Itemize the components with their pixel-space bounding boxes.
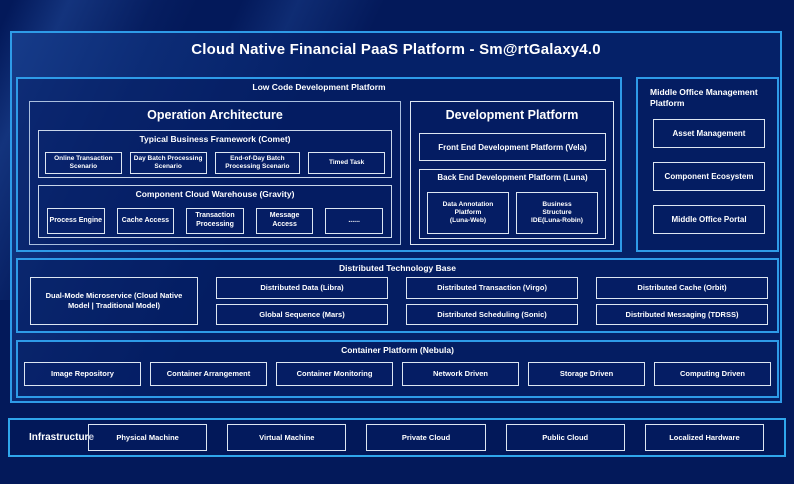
network-driven-box: Network Driven bbox=[402, 362, 519, 386]
container-platform-panel: Container Platform (Nebula) Image Reposi… bbox=[16, 340, 779, 398]
middle-office-management-platform-panel: Middle Office Management Platform Asset … bbox=[636, 77, 779, 252]
operation-architecture-panel: Operation Architecture Typical Business … bbox=[29, 101, 401, 245]
infrastructure-label: Infrastructure bbox=[29, 432, 95, 443]
distributed-technology-items: Dual-Mode Microservice (Cloud Native Mod… bbox=[30, 277, 768, 325]
data-annotation-platform-box: Data Annotation Platform (Luna-Web) bbox=[427, 192, 509, 234]
container-arrangement-box: Container Arrangement bbox=[150, 362, 267, 386]
operation-architecture-title: Operation Architecture bbox=[147, 108, 283, 122]
component-cloud-warehouse-label: Component Cloud Warehouse (Gravity) bbox=[135, 189, 295, 199]
public-cloud-box: Public Cloud bbox=[505, 424, 625, 451]
distributed-scheduling-box: Distributed Scheduling (Sonic) bbox=[406, 303, 578, 325]
component-cloud-warehouse-items: Process Engine Cache Access Transaction … bbox=[47, 208, 383, 234]
container-monitoring-box: Container Monitoring bbox=[276, 362, 393, 386]
online-transaction-scenario-box: Online Transaction Scenario bbox=[45, 152, 122, 174]
localized-hardware-box: Localized Hardware bbox=[644, 424, 765, 451]
component-ecosystem-box: Component Ecosystem bbox=[653, 162, 765, 191]
distributed-data-box: Distributed Data (Libra) bbox=[216, 277, 388, 299]
business-structure-ide-box: Business Structure IDE(Luna-Robin) bbox=[516, 192, 598, 234]
dual-mode-microservice-box: Dual-Mode Microservice (Cloud Native Mod… bbox=[30, 277, 198, 325]
middle-office-portal-box: Middle Office Portal bbox=[653, 205, 765, 234]
distributed-column-1: Distributed Data (Libra) Global Sequence… bbox=[216, 277, 388, 325]
front-end-development-platform-box: Front End Development Platform (Vela) bbox=[419, 133, 606, 161]
low-code-development-platform-panel: Low Code Development Platform Operation … bbox=[16, 77, 622, 252]
process-engine-box: Process Engine bbox=[47, 208, 105, 234]
middle-office-label: Middle Office Management Platform bbox=[650, 87, 758, 109]
computing-driven-box: Computing Driven bbox=[654, 362, 771, 386]
ellipsis-box: ...... bbox=[325, 208, 383, 234]
page-title: Cloud Native Financial PaaS Platform - S… bbox=[191, 41, 601, 58]
transaction-processing-box: Transaction Processing bbox=[186, 208, 244, 234]
end-of-day-batch-processing-scenario-box: End-of-Day Batch Processing Scenario bbox=[214, 152, 301, 174]
infrastructure-panel: Infrastructure Physical Machine Virtual … bbox=[8, 418, 786, 457]
timed-task-box: Timed Task bbox=[308, 152, 385, 174]
low-code-platform-label: Low Code Development Platform bbox=[252, 82, 386, 92]
infrastructure-items: Physical Machine Virtual Machine Private… bbox=[88, 424, 765, 451]
container-platform-label: Container Platform (Nebula) bbox=[341, 345, 454, 355]
message-access-box: Message Access bbox=[255, 208, 314, 234]
container-platform-items: Image Repository Container Arrangement C… bbox=[24, 362, 771, 386]
back-end-development-platform-panel: Back End Development Platform (Luna) Dat… bbox=[419, 169, 606, 239]
physical-machine-box: Physical Machine bbox=[88, 424, 208, 451]
typical-business-framework-items: Online Transaction Scenario Day Batch Pr… bbox=[45, 152, 385, 174]
cache-access-box: Cache Access bbox=[116, 208, 175, 234]
distributed-cache-box: Distributed Cache (Orbit) bbox=[596, 277, 768, 299]
development-platform-title: Development Platform bbox=[445, 108, 579, 122]
distributed-technology-base-label: Distributed Technology Base bbox=[339, 263, 456, 273]
development-platform-panel: Development Platform Front End Developme… bbox=[410, 101, 614, 245]
component-cloud-warehouse-panel: Component Cloud Warehouse (Gravity) Proc… bbox=[38, 185, 392, 238]
distributed-technology-base-panel: Distributed Technology Base Dual-Mode Mi… bbox=[16, 258, 779, 333]
distributed-messaging-box: Distributed Messaging (TDRSS) bbox=[596, 303, 768, 325]
private-cloud-box: Private Cloud bbox=[366, 424, 486, 451]
image-repository-box: Image Repository bbox=[24, 362, 141, 386]
storage-driven-box: Storage Driven bbox=[528, 362, 645, 386]
global-sequence-box: Global Sequence (Mars) bbox=[216, 303, 388, 325]
back-end-items: Data Annotation Platform (Luna-Web) Busi… bbox=[427, 192, 598, 234]
virtual-machine-box: Virtual Machine bbox=[227, 424, 347, 451]
typical-business-framework-label: Typical Business Framework (Comet) bbox=[139, 134, 291, 144]
platform-frame: Cloud Native Financial PaaS Platform - S… bbox=[10, 31, 782, 403]
asset-management-box: Asset Management bbox=[653, 119, 765, 148]
back-end-development-platform-label: Back End Development Platform (Luna) bbox=[437, 173, 588, 182]
typical-business-framework-panel: Typical Business Framework (Comet) Onlin… bbox=[38, 130, 392, 178]
distributed-column-3: Distributed Cache (Orbit) Distributed Me… bbox=[596, 277, 768, 325]
day-batch-processing-scenario-box: Day Batch Processing Scenario bbox=[129, 152, 207, 174]
distributed-transaction-box: Distributed Transaction (Virgo) bbox=[406, 277, 578, 299]
distributed-column-2: Distributed Transaction (Virgo) Distribu… bbox=[406, 277, 578, 325]
